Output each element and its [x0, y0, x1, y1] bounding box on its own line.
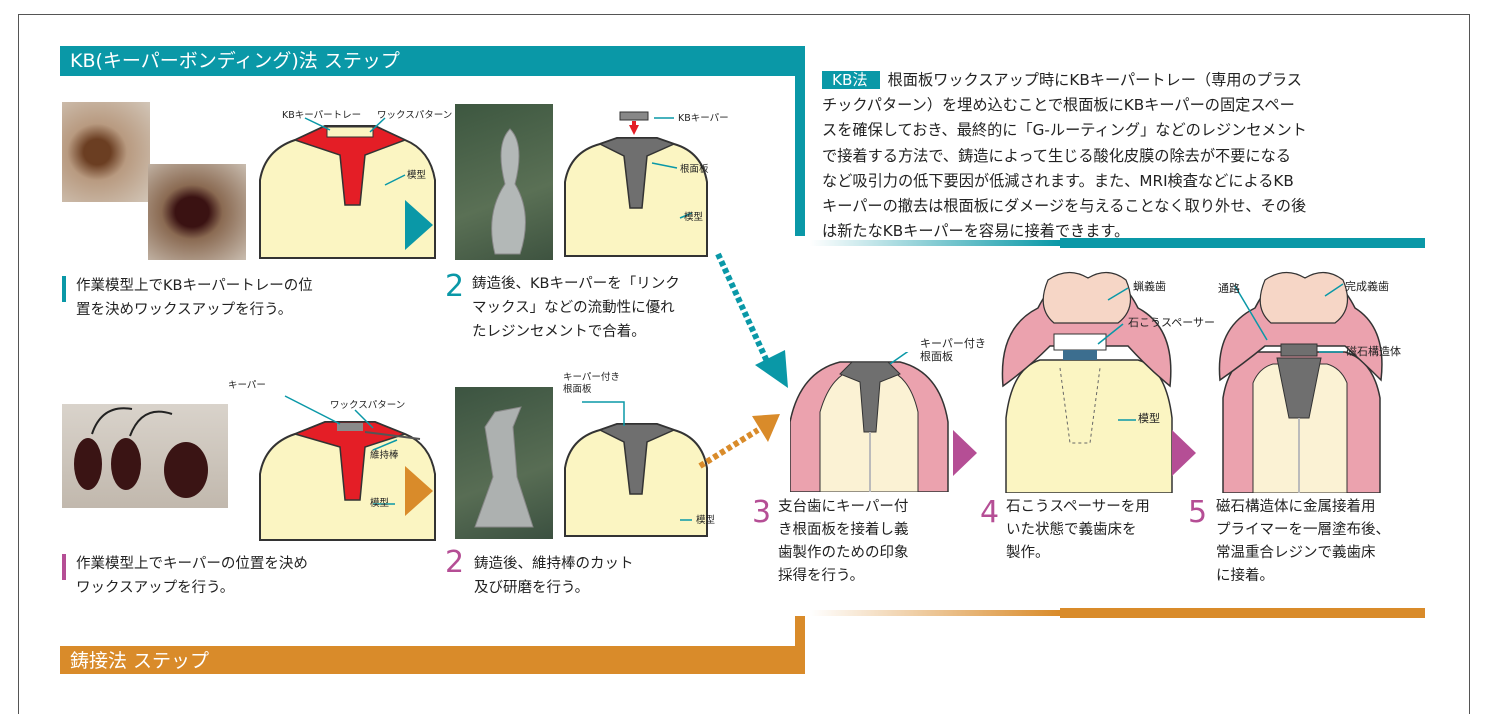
- label-wax-pattern-2: ワックスパターン: [330, 400, 406, 411]
- diagram-kb-step1: [259, 117, 436, 259]
- photo-kb-wax-1: [62, 102, 150, 202]
- label-magnet-structure: 磁石構造体: [1346, 345, 1401, 358]
- teal-fade: [810, 240, 1060, 246]
- label-model-3: 模型: [370, 498, 390, 509]
- diagram-step4: [1001, 271, 1173, 493]
- label-root-plate: 根面板: [680, 164, 709, 175]
- step-num-casting-2: 2: [445, 545, 465, 580]
- teal-divider-horizontal: [1060, 238, 1425, 248]
- label-kb-tray: KBキーパートレー: [282, 110, 362, 121]
- step-num-kb-2: 2: [445, 269, 465, 304]
- label-model: 模型: [407, 170, 427, 181]
- step-num-casting-1: [62, 554, 66, 580]
- arrow-orange-right: [405, 466, 433, 516]
- step4-text: 石こうスペーサーを用 いた状態で義歯床を 製作。: [1006, 499, 1150, 561]
- kb-step1-text: 作業模型上でKBキーパートレーの位 置を決めワックスアップを行う。: [76, 278, 313, 318]
- photo-casting-wax: [62, 404, 228, 508]
- label-model-5: 模型: [1138, 412, 1160, 425]
- casting-section-banner: 鋳接法 ステップ: [60, 646, 805, 674]
- diagram-step5: [1218, 271, 1383, 493]
- step-num-4: 4: [980, 495, 1000, 530]
- label-finished-denture: 完成義歯: [1345, 280, 1389, 293]
- arrow-teal-right-1: [405, 200, 433, 250]
- orange-divider-vertical: [795, 616, 805, 674]
- step-num-3: 3: [752, 495, 772, 530]
- label-plaster-spacer: 石こうスペーサー: [1128, 316, 1216, 329]
- arrow-magenta-1: [953, 430, 977, 476]
- photo-kb-cast: [455, 104, 553, 260]
- arrow-teal-dotted: [715, 252, 788, 388]
- kb-tag: KB法: [822, 71, 880, 89]
- label-keeper-root-1: キーパー付き: [563, 372, 620, 383]
- casting-step1-text: 作業模型上でキーパーの位置を決め ワックスアップを行う。: [76, 556, 308, 596]
- teal-divider-vertical: [795, 46, 805, 236]
- kb-description: KB法根面板ワックスアップ時にKBキーパートレー（専用のプラス チックパターン）…: [822, 71, 1307, 241]
- page-frame: [18, 14, 1470, 714]
- photo-kb-wax-2: [148, 164, 246, 260]
- diagram-step3: [790, 352, 949, 492]
- label-keeper-root-2: 根面板: [563, 384, 592, 395]
- label-keeper: キーパー: [228, 380, 266, 391]
- step5-text: 磁石構造体に金属接着用 プライマーを一層塗布後、 常温重合レジンで義歯床 に接着…: [1216, 499, 1390, 584]
- label-kr-2: 根面板: [920, 350, 953, 363]
- label-wax-pattern: ワックスパターン: [377, 110, 453, 121]
- step3-text: 支台歯にキーパー付 き根面板を接着し義 歯製作のための印象 採得を行う。: [778, 499, 909, 584]
- orange-divider-horizontal: [1060, 608, 1425, 618]
- label-wax-denture: 蝋義歯: [1133, 280, 1166, 293]
- label-kb-keeper: KBキーパー: [678, 113, 729, 124]
- arrow-orange-dotted: [698, 414, 780, 469]
- kb-section-banner: KB(キーパーボンディング)法 ステップ: [60, 46, 805, 76]
- label-model-4: 模型: [696, 515, 716, 526]
- photo-casting-cast: [455, 387, 553, 539]
- step-num-5: 5: [1188, 495, 1208, 530]
- step-num-kb-1: [62, 276, 66, 302]
- diagram-casting-step1: [259, 395, 436, 541]
- kb-step2-text: 鋳造後、KBキーパーを「リンク マックス」などの流動性に優れ たレジンセメントで…: [472, 276, 680, 340]
- orange-fade: [810, 610, 1060, 616]
- diagram-casting-step2: [564, 401, 708, 537]
- label-vent: 通路: [1218, 282, 1240, 295]
- arrow-magenta-2: [1172, 430, 1196, 476]
- label-kr-1: キーパー付き: [920, 337, 986, 350]
- label-retention-rod: 維持棒: [370, 450, 399, 461]
- label-model-2: 模型: [684, 212, 704, 223]
- casting-step2-text: 鋳造後、維持棒のカット 及び研磨を行う。: [474, 556, 634, 596]
- diagram-kb-step2: [564, 111, 708, 257]
